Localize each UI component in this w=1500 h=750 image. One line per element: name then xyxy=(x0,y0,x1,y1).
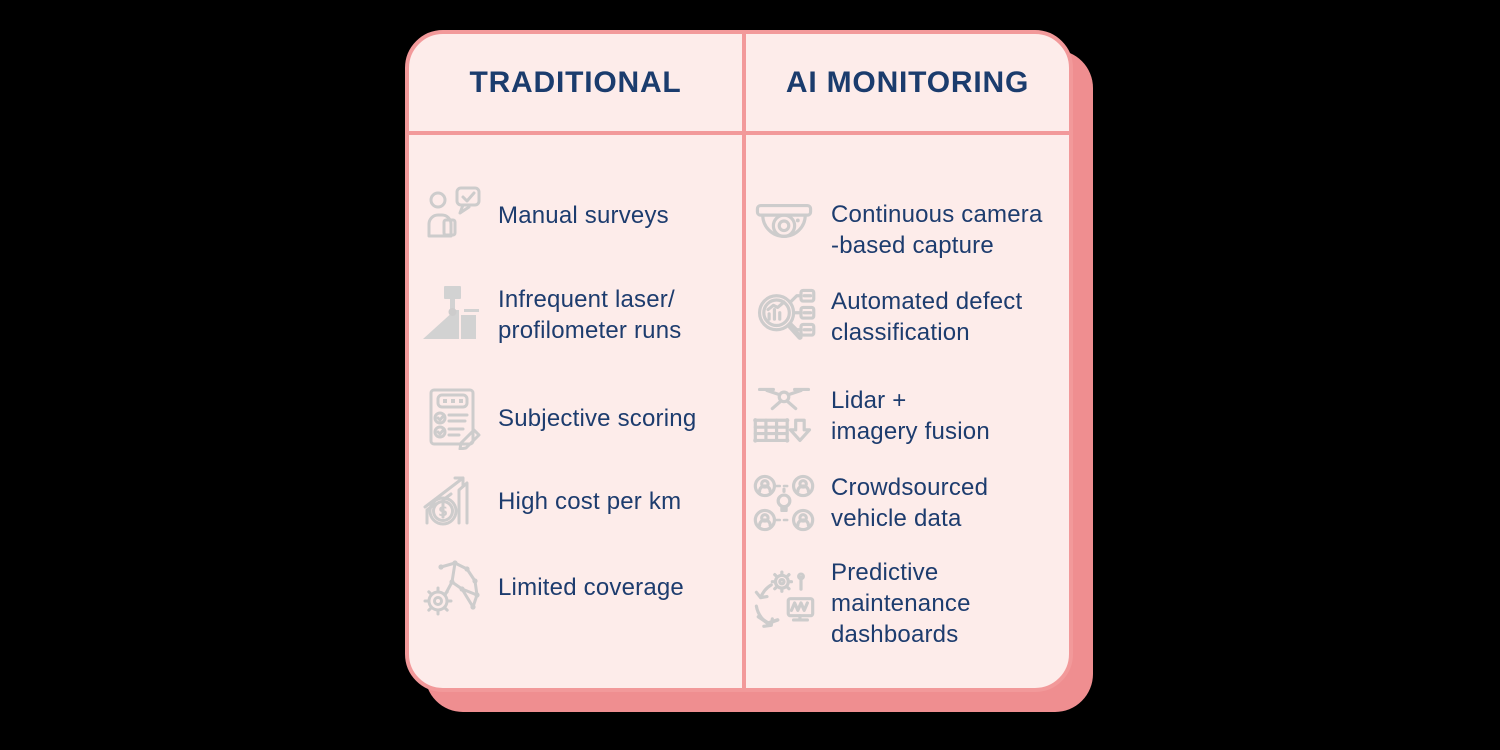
table-row: Limited coverage xyxy=(421,555,684,619)
subjective-scoring-icon xyxy=(421,386,485,451)
row-label: Lidar + imagery fusion xyxy=(831,387,990,445)
row-label: Subjective scoring xyxy=(498,404,697,432)
table-row: Predictive maintenance dashboards xyxy=(750,557,971,650)
table-row: Automated defect classification xyxy=(750,283,1022,351)
row-label: Continuous camera -based capture xyxy=(831,201,1043,259)
table-row: Subjective scoring xyxy=(421,386,697,451)
table-row: Manual surveys xyxy=(421,183,669,247)
column-header-traditional: TRADITIONAL xyxy=(469,65,682,99)
defect-classification-icon xyxy=(750,283,818,351)
table-row: Infrequent laser/ profilometer runs xyxy=(421,283,681,347)
lidar-fusion-icon xyxy=(750,382,818,450)
row-label: Manual surveys xyxy=(498,201,669,229)
table-row: Crowdsourced vehicle data xyxy=(750,469,988,537)
limited-coverage-icon xyxy=(421,555,485,619)
row-label: Limited coverage xyxy=(498,573,684,601)
row-label: Crowdsourced vehicle data xyxy=(831,474,989,532)
camera-icon xyxy=(750,196,818,264)
column-header-ai-monitoring: AI MONITORING xyxy=(785,65,1030,99)
row-label: Predictive maintenance dashboards xyxy=(831,559,971,648)
header-divider xyxy=(405,131,1073,135)
manual-surveys-icon xyxy=(421,183,485,247)
svg-text:$: $ xyxy=(438,504,448,520)
table-row: $ High cost per km xyxy=(421,469,681,533)
row-label: High cost per km xyxy=(498,487,682,515)
profilometer-icon xyxy=(421,283,485,347)
row-label: Automated defect classification xyxy=(831,288,1023,346)
comparison-table: TRADITIONAL AI MONITORING Manual surveys xyxy=(405,30,1073,692)
column-divider xyxy=(742,30,746,692)
table-row: Continuous camera -based capture xyxy=(750,196,1043,264)
crowdsourced-icon xyxy=(750,469,818,537)
table-row: Lidar + imagery fusion xyxy=(750,382,990,450)
row-label: Infrequent laser/ profilometer runs xyxy=(498,286,682,344)
high-cost-icon: $ xyxy=(421,469,485,533)
predictive-dashboards-icon xyxy=(750,570,818,638)
